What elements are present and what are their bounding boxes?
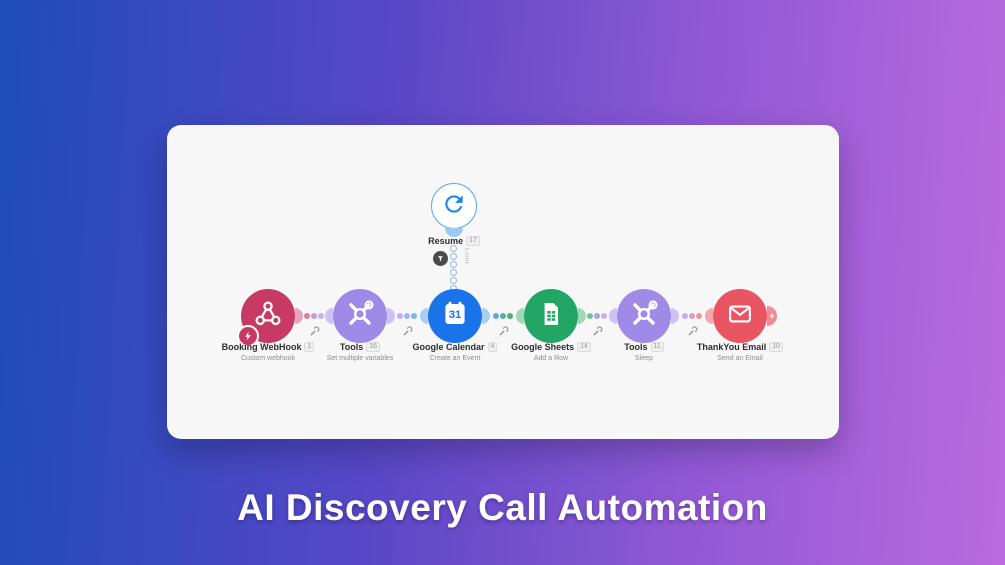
module-subtitle: Set multiple variables — [326, 355, 394, 362]
module-name: Booking WebHook — [221, 342, 302, 352]
resume-label-row: Resume 17 — [414, 236, 494, 246]
module-label-row: ThankYou Email 10 — [675, 342, 805, 352]
email-envelope-icon — [724, 298, 756, 335]
port-in — [325, 308, 333, 324]
google-calendar-icon: 31 — [439, 298, 471, 335]
route-dot — [594, 313, 600, 319]
module-subtitle: Create an Event — [429, 355, 481, 362]
port-in — [609, 308, 617, 324]
resume-badge: 17 — [466, 236, 480, 246]
module-badge: 1 — [304, 342, 315, 352]
route-dot — [682, 313, 688, 319]
route-dot — [450, 277, 457, 284]
module-subtitle: Custom webhook — [240, 355, 296, 362]
resume-refresh-icon — [441, 191, 467, 222]
route-dot — [450, 245, 457, 252]
route-dot — [601, 313, 607, 319]
page-title: AI Discovery Call Automation — [237, 487, 768, 528]
route-dot — [304, 313, 310, 319]
module-subtitle: Add a Row — [533, 355, 569, 362]
route-dot — [450, 253, 457, 260]
module-badge: 16 — [366, 342, 381, 352]
add-filter-wrench-icon[interactable] — [687, 324, 698, 336]
module-badge: 11 — [650, 342, 664, 352]
module-subtitle: Sleep — [635, 355, 653, 362]
module-name: Google Sheets — [511, 342, 575, 352]
route-dot — [450, 269, 457, 276]
port-in — [705, 308, 713, 324]
route-dot — [318, 313, 324, 319]
port-in — [420, 308, 428, 324]
tools-wrench-icon — [344, 298, 376, 335]
port-out — [387, 308, 395, 324]
module-label-row: Tools 11 — [579, 342, 709, 352]
module-booking-webhook[interactable] — [241, 289, 295, 343]
add-filter-wrench-icon[interactable] — [402, 324, 413, 336]
tools-wrench-icon — [628, 298, 660, 335]
add-filter-wrench-icon[interactable] — [592, 324, 603, 336]
add-filter-wrench-icon[interactable] — [309, 324, 320, 336]
module-label-row: Booking WebHook 1 — [203, 342, 333, 352]
module-google-sheets[interactable] — [524, 289, 578, 343]
port-out — [295, 308, 303, 324]
webhook-icon — [252, 298, 284, 335]
filter-icon[interactable] — [433, 251, 448, 266]
port-in — [516, 308, 524, 324]
route-dot — [587, 313, 593, 319]
google-sheets-icon — [535, 298, 567, 335]
calendar-31-glyph: 31 — [449, 309, 462, 321]
module-tools-sleep[interactable] — [617, 289, 671, 343]
add-filter-wrench-icon[interactable] — [498, 324, 509, 336]
port-out — [671, 308, 679, 324]
scenario-canvas: Resume 17 Limit — [167, 125, 839, 439]
port-out — [482, 308, 490, 324]
module-resume[interactable] — [431, 183, 477, 229]
route-dot — [450, 261, 457, 268]
module-thankyou-email[interactable] — [713, 289, 767, 343]
route-dot — [689, 313, 695, 319]
resume-name: Resume — [428, 236, 464, 246]
module-name: Tools — [624, 342, 648, 352]
module-badge: 14 — [577, 342, 591, 352]
module-name: ThankYou Email — [696, 342, 767, 352]
route-dot — [507, 313, 513, 319]
route-dot — [493, 313, 499, 319]
plus-icon: + — [769, 311, 775, 321]
instant-trigger-bolt-icon — [237, 325, 259, 347]
module-badge: 10 — [769, 342, 784, 352]
route-dot — [397, 313, 403, 319]
module-label-row: Google Calendar 4 — [390, 342, 520, 352]
module-label-row: Tools 16 — [295, 342, 425, 352]
route-dot — [411, 313, 417, 319]
route-dot — [404, 313, 410, 319]
route-dot — [500, 313, 506, 319]
resume-port — [445, 228, 463, 237]
module-name: Google Calendar — [412, 342, 485, 352]
module-label-row: Google Sheets 14 — [486, 342, 616, 352]
filter-label: Limit — [463, 248, 470, 265]
module-badge: 4 — [487, 342, 498, 352]
add-module-button[interactable]: + — [767, 306, 777, 326]
module-subtitle: Send an Email — [717, 355, 763, 362]
port-out — [578, 308, 586, 324]
route-dot — [311, 313, 317, 319]
route-dot — [696, 313, 702, 319]
module-google-calendar[interactable]: 31 — [428, 289, 482, 343]
module-tools-set-variables[interactable] — [333, 289, 387, 343]
module-name: Tools — [339, 342, 364, 352]
